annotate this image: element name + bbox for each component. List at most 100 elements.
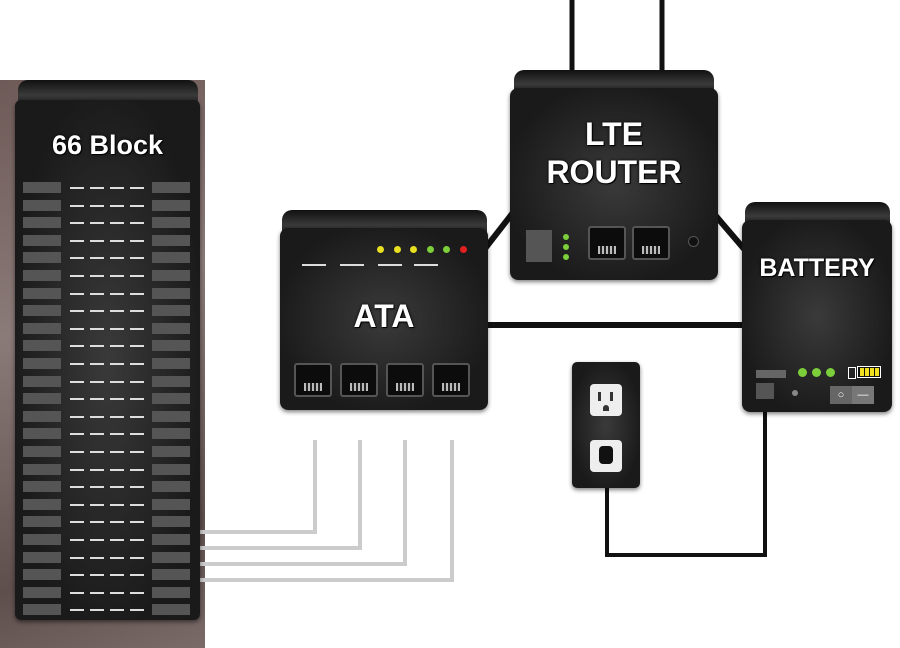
bridge-clip: [90, 363, 104, 365]
bridge-clip: [90, 539, 104, 541]
usb-port[interactable]: [756, 370, 786, 378]
status-led: [426, 246, 434, 253]
bridge-clip: [90, 415, 104, 418]
right-terminal-pad: [152, 393, 190, 405]
router-title-line2: ROUTER: [546, 154, 682, 190]
right-terminal-pad: [152, 234, 190, 246]
right-terminal-pad: [152, 217, 190, 229]
status-led: [393, 246, 401, 253]
bridge-clip: [130, 451, 144, 453]
bridge-clip: [90, 398, 104, 401]
left-terminal-pad: [23, 340, 61, 352]
ata-indicator-line: [340, 264, 364, 266]
phone-wires: [135, 440, 454, 582]
right-terminal-pad: [152, 463, 190, 475]
left-terminal-pad: [23, 234, 61, 246]
bridge-clip: [130, 187, 144, 189]
bridge-clip: [110, 398, 124, 401]
ata-port-2[interactable]: [340, 363, 378, 397]
wall-outlet: [572, 362, 640, 488]
ata-indicator-line: [302, 264, 326, 266]
bridge-clip: [110, 345, 124, 348]
left-terminal-pad: [23, 287, 61, 299]
left-terminal-pad: [23, 569, 61, 581]
bridge-clip: [70, 239, 84, 242]
status-led: [377, 246, 384, 253]
status-led: [443, 246, 450, 253]
charge-bar: [870, 368, 874, 376]
left-terminal-pad: [23, 270, 61, 281]
right-terminal-pad: [152, 252, 190, 264]
right-terminal-pad: [152, 446, 190, 457]
outlet-socket-icon: [590, 384, 622, 416]
bridge-clip: [130, 327, 144, 330]
phone-wire-2: [135, 440, 362, 550]
bridge-clip: [70, 345, 84, 348]
bridge-clip: [90, 222, 104, 225]
left-terminal-pad: [23, 604, 61, 616]
bridge-clip: [130, 415, 144, 418]
bridge-clip: [110, 556, 124, 559]
ata-indicator-line: [378, 264, 402, 266]
bridge-clip: [90, 292, 104, 295]
block-title: 66 Block: [51, 130, 164, 160]
router-port-1[interactable]: [588, 226, 626, 260]
left-terminal-pad: [23, 252, 61, 264]
bridge-clip: [130, 204, 144, 207]
bridge-clip: [130, 433, 144, 436]
bridge-clip: [130, 486, 144, 489]
bridge-clip: [70, 451, 84, 453]
bridge-clip: [130, 380, 144, 383]
bridge-clip: [130, 556, 144, 559]
sim-slot: [526, 230, 552, 262]
left-terminal-pad: [23, 358, 61, 369]
right-terminal-pad: [152, 270, 190, 281]
left-terminal-pad: [23, 516, 61, 528]
bridge-clip: [70, 257, 84, 260]
right-terminal-pad: [152, 428, 190, 440]
bridge-clip: [110, 380, 124, 383]
ata-device: ATA: [280, 228, 488, 410]
bridge-clip: [110, 591, 124, 594]
bridge-clip: [90, 345, 104, 348]
bridge-clip: [130, 310, 144, 313]
bridge-clip: [130, 539, 144, 541]
right-terminal-pad: [152, 358, 190, 369]
status-led: [563, 254, 569, 260]
status-led: [410, 246, 417, 253]
bridge-clip: [90, 574, 104, 577]
right-terminal-pad: [152, 305, 190, 317]
right-terminal-pad: [152, 586, 190, 598]
bridge-clip: [70, 468, 84, 471]
bridge-clip: [70, 486, 84, 489]
status-led: [563, 244, 569, 250]
bridge-clip: [90, 521, 104, 524]
reset-button[interactable]: [688, 236, 699, 247]
ata-indicator-line: [414, 264, 438, 266]
charge-bar: [865, 368, 869, 376]
bridge-clip: [90, 239, 104, 242]
bridge-clip: [70, 204, 84, 207]
charge-bar: [875, 368, 879, 376]
bridge-clip: [110, 486, 124, 489]
left-terminal-pad: [23, 182, 61, 193]
ata-port-3[interactable]: [386, 363, 424, 397]
ata-port-4[interactable]: [432, 363, 470, 397]
power-switch[interactable]: ○ —: [830, 386, 874, 404]
bridge-clip: [70, 521, 84, 524]
router-port-2[interactable]: [632, 226, 670, 260]
left-terminal-pad: [23, 481, 61, 493]
bridge-clip: [130, 257, 144, 260]
bridge-clip: [70, 503, 84, 506]
bridge-clip: [110, 503, 124, 506]
left-terminal-pad: [23, 551, 61, 563]
left-terminal-pad: [23, 322, 61, 334]
bridge-clip: [70, 415, 84, 418]
status-led: [812, 368, 821, 377]
bridge-clip: [90, 503, 104, 506]
bridge-clip: [110, 292, 124, 295]
ata-port-1[interactable]: [294, 363, 332, 397]
left-terminal-pad: [23, 393, 61, 405]
bridge-clip: [70, 187, 84, 189]
bridge-clip: [90, 204, 104, 207]
